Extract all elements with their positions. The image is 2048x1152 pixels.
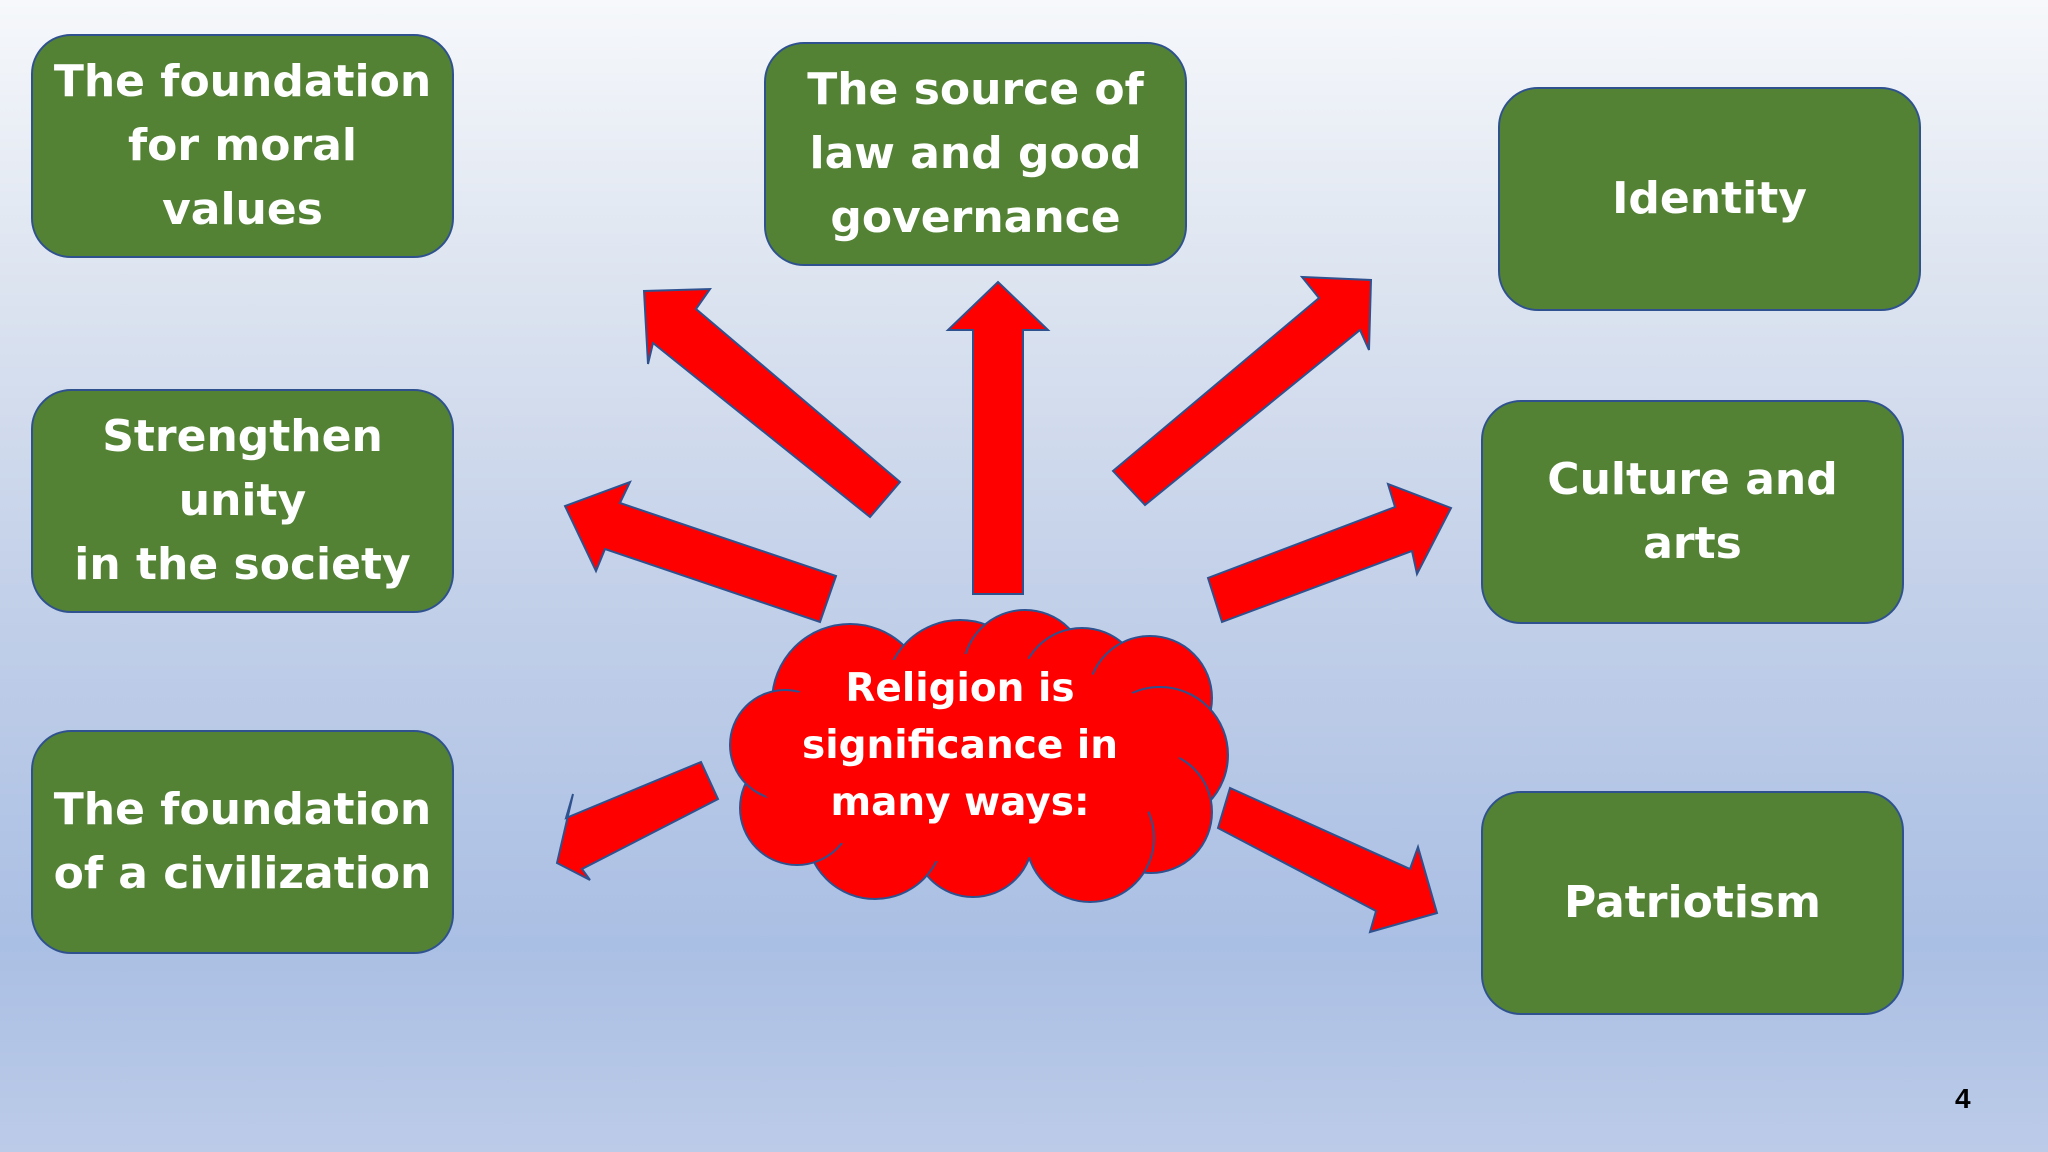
node-patriotism: Patriotism	[1481, 791, 1904, 1015]
node-unity-text: Strengthen unity in the society	[74, 411, 411, 590]
center-line-2: significance in	[801, 723, 1119, 768]
arrow-to-patriotism	[1216, 786, 1439, 934]
node-patriotism-text: Patriotism	[1564, 877, 1821, 928]
center-cloud-text: Religion is significance in many ways:	[760, 660, 1160, 831]
node-identity-text: Identity	[1612, 173, 1807, 224]
node-culture-arts-text: Culture and arts	[1547, 454, 1838, 569]
arrow-to-unity	[563, 480, 838, 624]
arrow-to-law	[945, 280, 1051, 595]
node-unity: Strengthen unity in the society	[31, 389, 454, 613]
center-line-3: many ways:	[830, 780, 1090, 825]
node-civilization-text: The foundation of a civilization	[53, 784, 432, 899]
node-moral-values-text: The foundation for moral values	[53, 56, 432, 235]
arrow-to-culture	[1206, 482, 1453, 624]
node-law-governance: The source of law and good governance	[764, 42, 1187, 266]
page-number: 4	[1955, 1083, 1971, 1114]
arrow-to-moral	[642, 287, 902, 519]
node-culture-arts: Culture and arts	[1481, 400, 1904, 624]
node-moral-values: The foundation for moral values	[31, 34, 454, 258]
node-identity: Identity	[1498, 87, 1921, 311]
center-line-1: Religion is	[845, 666, 1075, 711]
node-civilization: The foundation of a civilization	[31, 730, 454, 954]
node-law-governance-text: The source of law and good governance	[807, 64, 1144, 243]
arrow-to-identity	[1111, 275, 1373, 507]
arrow-to-civilization	[555, 760, 720, 881]
